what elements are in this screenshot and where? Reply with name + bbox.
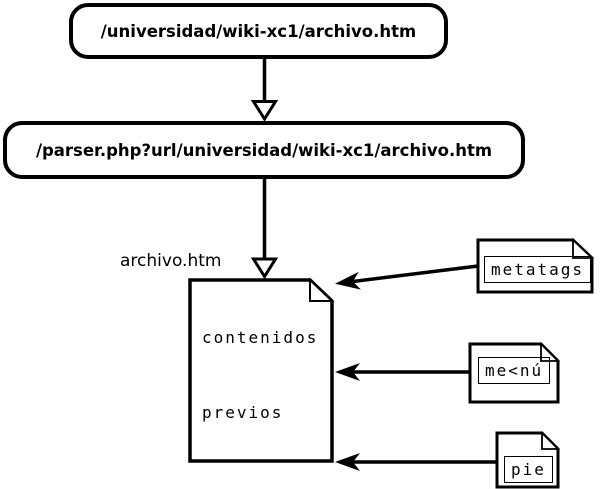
url-node: /universidad/wiki-xc1/archivo.htm — [69, 3, 448, 59]
main-document-fold-icon — [309, 277, 335, 302]
arrow-metatags-to-document — [335, 264, 479, 290]
document-title-label: archivo.htm — [120, 251, 222, 271]
document-content-line: previos — [202, 403, 284, 422]
arrowhead-open-url-to-parser — [250, 100, 279, 122]
metatags-document-shape — [476, 238, 594, 294]
document-content-line: contenidos — [202, 328, 319, 347]
parser-node: /parser.php?url/universidad/wiki-xc1/arc… — [3, 121, 525, 179]
url-node-label: /universidad/wiki-xc1/archivo.htm — [100, 21, 417, 41]
metatags-label: metatags — [484, 256, 592, 283]
metatags-document-fold-icon — [572, 237, 595, 259]
parser-node-label: /parser.php?url/universidad/wiki-xc1/arc… — [35, 140, 493, 160]
menu-label: me<nú — [478, 357, 551, 384]
menu-document-shape — [468, 342, 560, 404]
arrowhead-open-parser-to-document — [250, 257, 279, 280]
pie-label: pie — [504, 456, 553, 483]
main-document-shape — [188, 278, 334, 463]
pie-document-fold-icon — [541, 430, 561, 450]
